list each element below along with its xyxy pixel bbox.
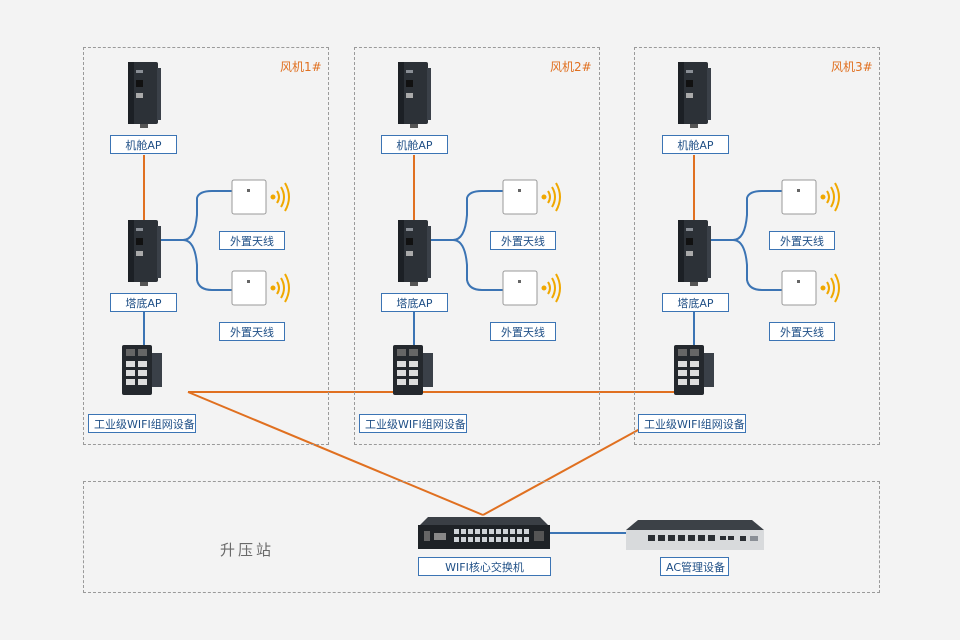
cabin-ap-device-1	[128, 62, 161, 128]
antenna-icon	[502, 270, 561, 306]
antenna-label: 外置天线	[219, 322, 285, 341]
core-switch-label: WIFI核心交换机	[418, 557, 551, 576]
fiber-uplink-zone1	[187, 391, 484, 516]
antenna-link-upper-3	[710, 190, 782, 241]
antenna-link-lower-1	[182, 239, 232, 291]
ac-controller-label: AC管理设备	[660, 557, 729, 576]
tower-ap-device-2	[398, 220, 431, 286]
antenna-icon	[781, 179, 840, 215]
ac-controller-device	[626, 520, 764, 550]
fiber-uplink-zone3	[482, 417, 661, 516]
antenna-label: 外置天线	[490, 322, 556, 341]
turbine-zone-2	[354, 47, 600, 445]
turbine-zone-1	[83, 47, 329, 445]
cabin-ap-label: 机舱AP	[381, 135, 448, 154]
tower-ap-label: 塔底AP	[381, 293, 448, 312]
cabin-ap-device-3	[678, 62, 711, 128]
cabin-ap-label: 机舱AP	[662, 135, 729, 154]
tower-ap-label: 塔底AP	[110, 293, 177, 312]
tower-ap-label: 塔底AP	[662, 293, 729, 312]
zone-title: 风机3#	[831, 60, 873, 74]
industrial-switch-device-2	[393, 345, 433, 395]
turbine-zone-3	[634, 47, 880, 445]
zone-title: 风机1#	[280, 60, 322, 74]
cabin-ap-device-2	[398, 62, 431, 128]
antenna-icon	[502, 179, 561, 215]
substation-zone	[83, 481, 880, 593]
tower-ap-device-1	[128, 220, 161, 286]
antenna-label: 外置天线	[219, 231, 285, 250]
antenna-label: 外置天线	[490, 231, 556, 250]
industrial-switch-device-1	[122, 345, 162, 395]
antenna-icon	[231, 179, 290, 215]
industrial-switch-label: 工业级WIFI组网设备	[88, 414, 196, 433]
antenna-link-upper-2	[430, 190, 503, 241]
industrial-switch-label: 工业级WIFI组网设备	[638, 414, 746, 433]
antenna-icon	[781, 270, 840, 306]
antenna-link-upper-1	[160, 190, 232, 241]
industrial-switch-label: 工业级WIFI组网设备	[359, 414, 467, 433]
antenna-link-lower-3	[732, 239, 782, 291]
tower-ap-device-3	[678, 220, 711, 286]
core-switch-device	[418, 517, 550, 549]
antenna-icon	[231, 270, 290, 306]
substation-title: 升压站	[220, 541, 275, 559]
zone-title: 风机2#	[550, 60, 592, 74]
antenna-link-lower-2	[452, 239, 503, 291]
antenna-label: 外置天线	[769, 322, 835, 341]
antenna-label: 外置天线	[769, 231, 835, 250]
cabin-ap-label: 机舱AP	[110, 135, 177, 154]
industrial-switch-device-3	[674, 345, 714, 395]
